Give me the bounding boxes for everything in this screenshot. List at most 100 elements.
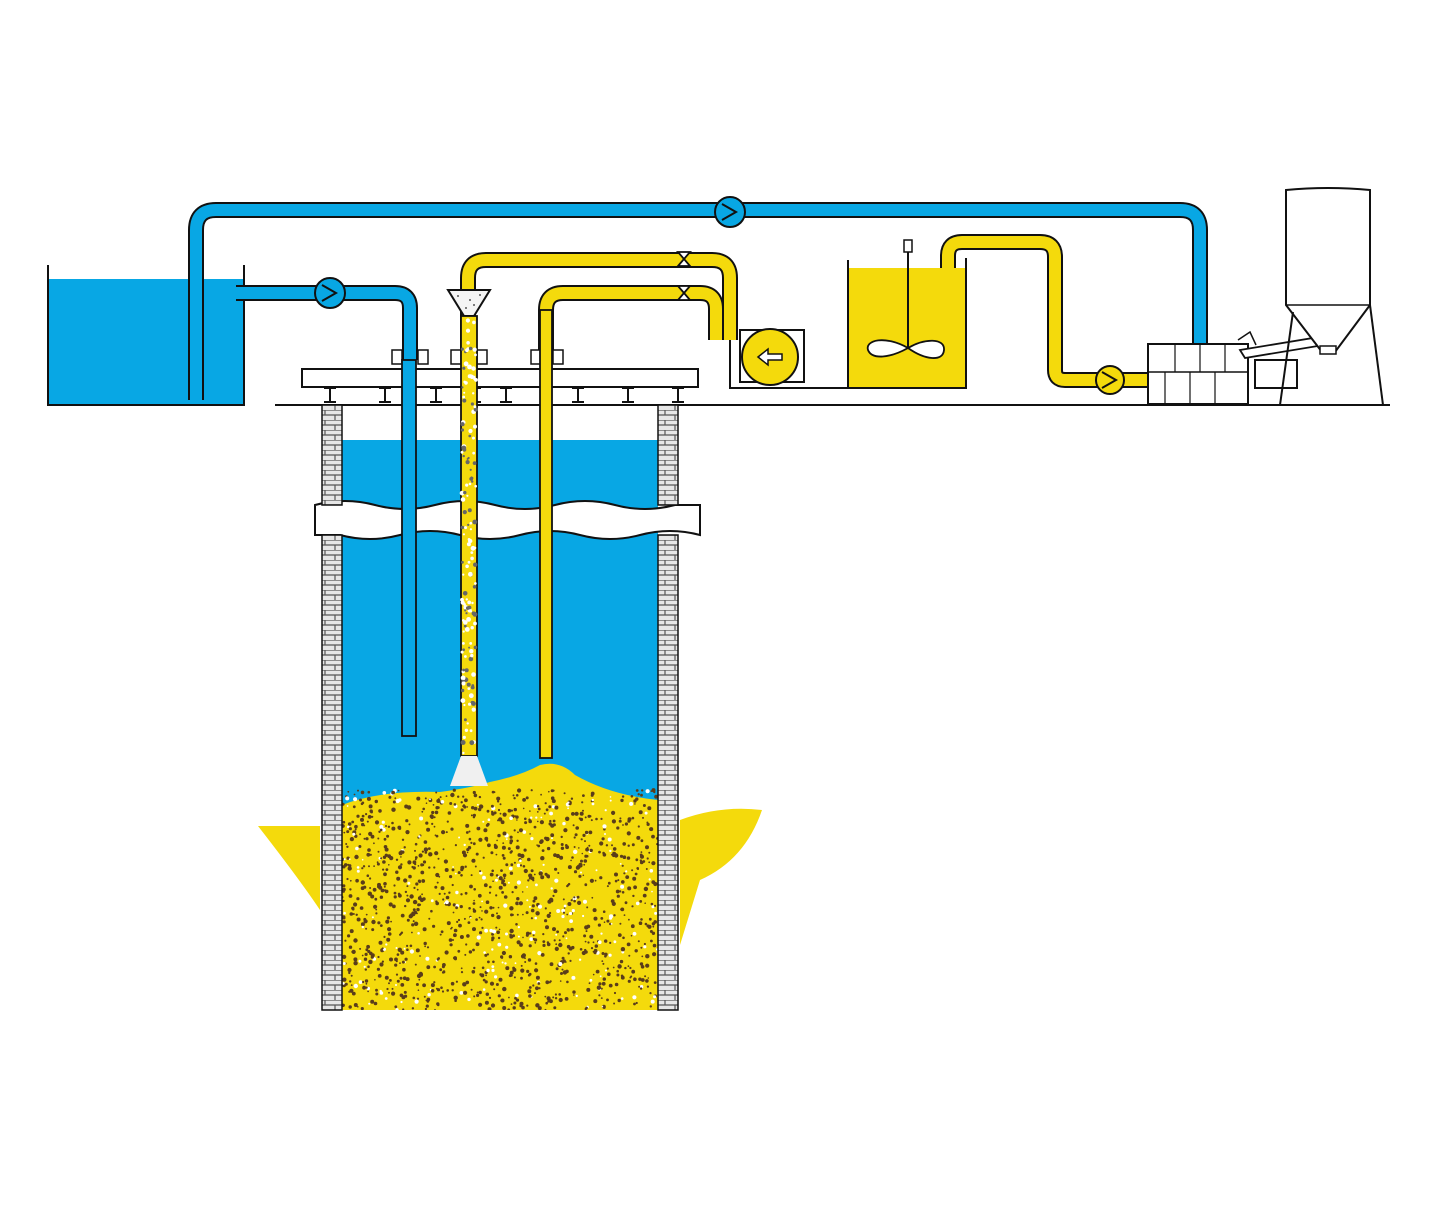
grain: [522, 807, 525, 810]
grain: [453, 803, 457, 806]
grain: [404, 957, 408, 961]
grain: [487, 818, 491, 821]
tremie-grain: [469, 729, 473, 733]
grain: [486, 953, 489, 956]
grain: [497, 833, 501, 838]
grain: [470, 917, 472, 919]
grain: [515, 998, 520, 1002]
grain: [465, 823, 470, 828]
grain: [612, 966, 615, 969]
grain: [387, 927, 392, 932]
grain: [445, 900, 449, 905]
grain: [397, 947, 402, 952]
grain: [423, 995, 426, 998]
grain: [381, 960, 384, 963]
grain: [487, 960, 490, 964]
grain: [516, 897, 520, 901]
grain: [473, 793, 478, 798]
grain: [628, 954, 631, 957]
grain: [640, 793, 643, 797]
grain: [565, 937, 568, 940]
grain: [647, 806, 652, 811]
grain: [600, 932, 603, 935]
grain: [637, 940, 640, 943]
grain: [481, 926, 484, 930]
tremie-grain: [469, 521, 473, 525]
grain: [652, 925, 655, 928]
grain: [448, 938, 453, 942]
grain: [591, 798, 594, 802]
grain: [500, 956, 504, 959]
grain: [593, 916, 598, 921]
grain: [491, 913, 495, 918]
grain: [495, 926, 498, 929]
tremie-grain: [468, 538, 473, 544]
grain: [451, 883, 454, 887]
grain: [403, 846, 406, 849]
grain: [571, 909, 575, 913]
grain: [356, 897, 360, 901]
grain: [366, 874, 370, 877]
grain: [363, 837, 366, 840]
grain: [501, 950, 506, 956]
grain: [584, 816, 587, 819]
hopper-funnel-icon: [446, 289, 492, 317]
grain: [525, 911, 529, 915]
grain: [431, 810, 435, 815]
grain: [583, 863, 586, 866]
grain: [346, 845, 349, 848]
grain: [473, 888, 477, 891]
grain: [621, 795, 625, 798]
grain: [483, 951, 486, 954]
grain: [519, 864, 523, 867]
tremie-grain: [464, 655, 467, 658]
grain: [488, 996, 492, 1000]
grain: [370, 955, 374, 959]
grain: [510, 1003, 513, 1005]
grain: [632, 876, 637, 881]
grain: [587, 814, 591, 818]
grain: [460, 874, 463, 877]
grain: [409, 944, 413, 948]
grain: [349, 980, 352, 983]
grain: [517, 831, 519, 834]
grain: [353, 793, 356, 796]
grain: [648, 851, 651, 854]
grain: [558, 993, 561, 996]
shaft-water: [342, 440, 658, 825]
grain: [367, 965, 370, 968]
grain: [348, 971, 351, 975]
grain: [537, 904, 543, 909]
grain: [468, 907, 471, 910]
grain: [346, 830, 350, 834]
grain: [528, 905, 531, 908]
grain: [544, 872, 548, 876]
grain: [371, 919, 376, 925]
grain: [416, 796, 421, 801]
grain: [532, 899, 536, 903]
grain: [604, 833, 606, 835]
grain: [624, 822, 629, 826]
tremie-grain: [462, 398, 467, 403]
grain: [487, 1007, 492, 1010]
grain: [514, 885, 518, 889]
tremie-grain: [468, 693, 474, 699]
grain: [618, 819, 622, 823]
grain: [501, 961, 504, 964]
grain: [626, 856, 631, 860]
silo-body: [1285, 187, 1371, 353]
grain: [563, 792, 566, 795]
grain: [512, 967, 517, 972]
grain: [421, 810, 424, 813]
grain: [573, 896, 576, 899]
grain: [465, 943, 468, 946]
grain: [353, 902, 358, 907]
grain: [369, 887, 372, 889]
grain: [478, 1002, 483, 1007]
grain: [518, 901, 524, 906]
grain: [382, 868, 385, 871]
grain: [544, 836, 548, 840]
grain: [449, 802, 453, 805]
tremie-grain: [462, 630, 465, 633]
grain: [627, 979, 631, 983]
